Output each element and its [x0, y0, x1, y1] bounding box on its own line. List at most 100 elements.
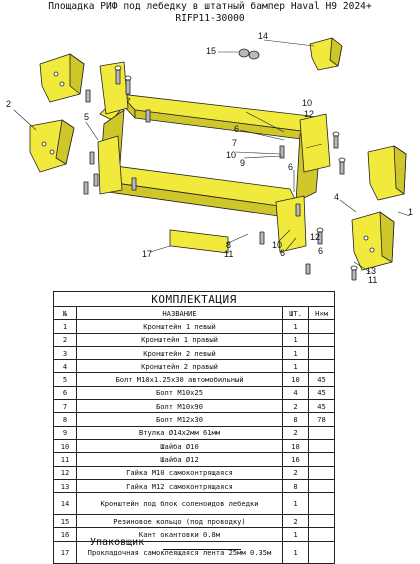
cell-qty: 2 — [282, 465, 309, 480]
cell-no: 10 — [53, 438, 77, 454]
cell-name: Гайка М10 самоконтрящаяся — [76, 465, 283, 480]
cell-name: Шайба Ø12 — [76, 452, 283, 467]
callout-10b: 10 — [226, 150, 236, 160]
cell-qty: 1 — [282, 345, 309, 361]
cell-no: 3 — [53, 345, 77, 361]
cell-name: Кронштейн 2 левый — [76, 345, 283, 361]
callout-17: 17 — [142, 249, 152, 259]
cell-name: Кронштейн 2 правый — [76, 359, 283, 374]
cell-no: 7 — [53, 399, 77, 414]
callout-6a: 6 — [288, 162, 293, 172]
callout-9: 9 — [240, 158, 245, 168]
cell-no: 8 — [53, 412, 77, 427]
callout-6b: 6 — [280, 248, 285, 258]
col-header-qty: ШТ. — [282, 305, 309, 321]
cell-name: Резиновое кольцо (под проводку) — [76, 514, 283, 529]
cell-no: 5 — [53, 372, 77, 387]
cell-name: Болт М10х1.25х30 автомобильный — [76, 372, 283, 387]
cell-qty: 1 — [282, 359, 309, 374]
callout-layer: 2 14 15 5 10 12 6 7 10 9 6 4 1 17 8 11 1… — [6, 31, 413, 285]
callout-13: 13 — [366, 266, 376, 276]
cell-name: Болт М10х25 — [76, 385, 283, 401]
cell-torque — [307, 514, 336, 529]
cell-torque — [307, 332, 336, 347]
cell-no: 1 — [53, 319, 77, 334]
cell-qty: 18 — [282, 438, 309, 454]
cell-qty: 10 — [282, 372, 309, 387]
cell-no: 16 — [53, 527, 77, 542]
cell-torque — [307, 345, 336, 361]
cell-no: 12 — [53, 465, 77, 480]
cell-no: 13 — [53, 478, 77, 494]
callout-11a: 11 — [224, 249, 233, 259]
packer-label: Упаковщик — [90, 537, 145, 548]
cell-qty: 2 — [282, 425, 309, 440]
callout-14: 14 — [258, 31, 268, 41]
cell-no: 9 — [53, 425, 77, 440]
cell-name: Кронштейн 1 левый — [76, 319, 283, 334]
callout-4: 5 — [84, 112, 89, 122]
document-title: Площадка РИФ под лебедку в штатный бампе… — [48, 1, 372, 12]
cell-no: 2 — [53, 332, 77, 347]
cell-torque — [307, 359, 336, 374]
cell-torque — [307, 492, 336, 516]
callout-15: 15 — [206, 46, 216, 56]
callout-8: 8 — [226, 240, 231, 250]
cell-torque — [307, 465, 336, 480]
cell-qty: 1 — [282, 332, 309, 347]
col-header-name: НАЗВАНИЕ — [76, 305, 283, 321]
cell-qty: 1 — [282, 527, 309, 542]
col-header-torque: Н×м — [307, 305, 336, 321]
cell-torque — [307, 452, 336, 467]
cell-torque: 45 — [307, 385, 336, 401]
cell-name: Шайба Ø10 — [76, 438, 283, 454]
cell-qty: 4 — [282, 385, 309, 401]
callout-6c: 6 — [318, 246, 323, 256]
cell-torque: 78 — [307, 412, 336, 427]
callout-1: 1 — [408, 207, 413, 217]
cell-name: Кронштейн 1 правый — [76, 332, 283, 347]
cell-no: 14 — [53, 492, 77, 516]
cell-no: 11 — [53, 452, 77, 467]
cell-qty: 1 — [282, 540, 309, 564]
callout-10a: 10 — [302, 98, 312, 108]
cell-qty: 2 — [282, 399, 309, 414]
cell-torque — [307, 425, 336, 440]
cell-name: Втулка Ø14х2мм 61мм — [76, 425, 283, 440]
cell-name: Кронштейн под блок соленоидов лебедки — [76, 492, 283, 516]
cell-qty: 8 — [282, 478, 309, 494]
cell-torque — [307, 478, 336, 494]
cell-qty: 2 — [282, 514, 309, 529]
spec-caption: КОМПЛЕКТАЦИЯ — [52, 291, 336, 307]
callout-11b: 11 — [368, 275, 377, 285]
cell-no: 17 — [53, 540, 77, 564]
callout-2: 2 — [6, 99, 11, 109]
cell-no: 15 — [53, 514, 77, 529]
cell-qty: 8 — [282, 412, 309, 427]
callout-12a: 12 — [304, 109, 314, 119]
cell-name: Болт М12х30 — [76, 412, 283, 427]
cell-qty: 16 — [282, 452, 309, 467]
cell-no: 4 — [53, 359, 77, 374]
cell-torque: 45 — [307, 399, 336, 414]
callout-12b: 12 — [310, 232, 320, 242]
assembly-drawing — [13, 37, 411, 281]
col-header-no: № — [53, 305, 77, 321]
callout-3: 4 — [334, 192, 339, 202]
